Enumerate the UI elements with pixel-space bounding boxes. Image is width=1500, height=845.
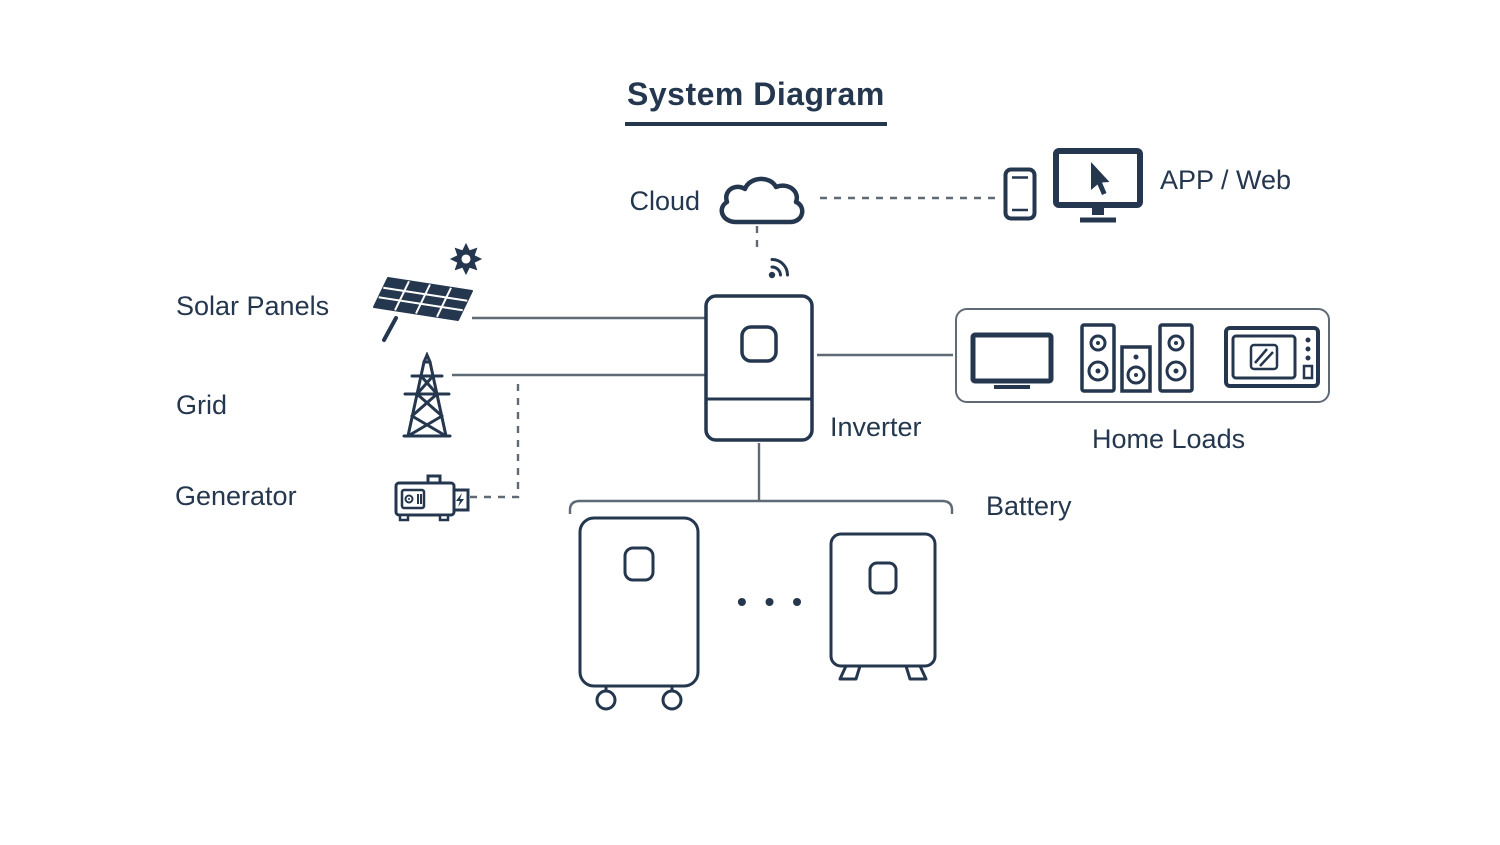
cloud-label: Cloud bbox=[629, 186, 700, 216]
home-loads-box bbox=[955, 308, 1330, 403]
generator-label: Generator bbox=[175, 481, 297, 511]
inverter-icon bbox=[703, 293, 815, 443]
solar-panel-icon bbox=[366, 272, 478, 344]
battery-bracket bbox=[568, 499, 954, 514]
battery-label: Battery bbox=[986, 491, 1072, 521]
grid-label: Grid bbox=[176, 390, 228, 420]
transmission-tower-icon bbox=[392, 352, 462, 442]
battery-ellipsis: • • • bbox=[737, 586, 807, 617]
cloud-icon bbox=[712, 170, 807, 228]
sun-icon bbox=[447, 240, 485, 278]
wifi-signal-icon bbox=[765, 250, 797, 282]
generator-to-grid-dashed-line bbox=[470, 377, 520, 499]
microwave-icon bbox=[1224, 326, 1320, 388]
tv-icon bbox=[970, 332, 1054, 390]
inverter-label: Inverter bbox=[830, 412, 922, 442]
monitor-cursor-icon bbox=[1053, 148, 1143, 226]
generator-icon bbox=[392, 470, 472, 528]
app-web-label: APP / Web bbox=[1160, 165, 1292, 195]
smartphone-icon bbox=[1003, 167, 1037, 221]
solar-panels-label: Solar Panels bbox=[176, 291, 330, 321]
home-loads-label: Home Loads bbox=[1092, 424, 1246, 454]
speakers-icon bbox=[1080, 323, 1194, 395]
battery-standing-icon bbox=[828, 531, 938, 685]
diagram-title: System Diagram bbox=[625, 76, 887, 126]
battery-wheeled-icon bbox=[576, 514, 702, 714]
